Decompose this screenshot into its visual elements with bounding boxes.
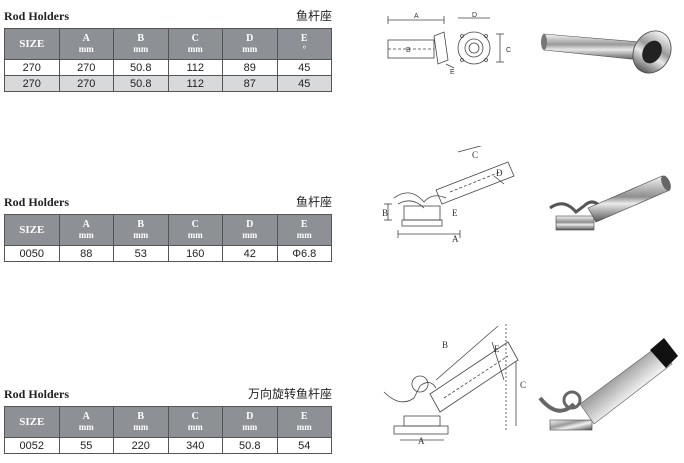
section-cn-title: 鱼杆座 [295,9,332,23]
rod-holder-photo-2 [549,175,671,231]
dim-label: E [452,208,458,218]
dim-label: B [382,208,388,218]
dim-label: A [414,13,419,20]
dim-label: B [442,340,448,350]
rod-holder-diagram-2: C D B E A [382,146,515,244]
col-size: SIZE [4,28,60,60]
col-size: SIZE [4,406,60,438]
section-title: Rod Holders [4,9,70,23]
rod-holder-diagram-3: B E C A [383,324,526,446]
dim-label: A [452,234,459,244]
table-row: 270 270 50.8 112 87 45 [4,75,332,92]
col-size: SIZE [4,214,60,246]
dim-label: D [472,12,477,19]
rod-holder-diagram-1: A D B C E [387,12,511,76]
section-cn-title: 万向旋转鱼杆座 [247,387,332,401]
section-cn-title: 鱼杆座 [295,195,332,209]
dim-label: D [496,168,503,178]
section-title: Rod Holders [4,387,70,401]
col-e: E° [276,28,332,60]
table-row: 270 270 50.8 112 89 45 [4,59,332,76]
dim-label: C [520,380,526,390]
section-title: Rod Holders [4,195,70,209]
dim-label: A [418,436,425,446]
dim-label: B [406,47,411,54]
rod-holder-photo-3 [538,338,678,431]
rod-holder-photo-1 [541,30,672,74]
dim-label: E [450,69,455,76]
dim-label: E [494,344,500,354]
dim-label: C [506,47,511,54]
table-row: 0052 55 220 340 50.8 54 [4,437,332,454]
dim-label: C [472,150,478,160]
table-row: 0050 88 53 160 42 Φ6.8 [4,245,332,262]
